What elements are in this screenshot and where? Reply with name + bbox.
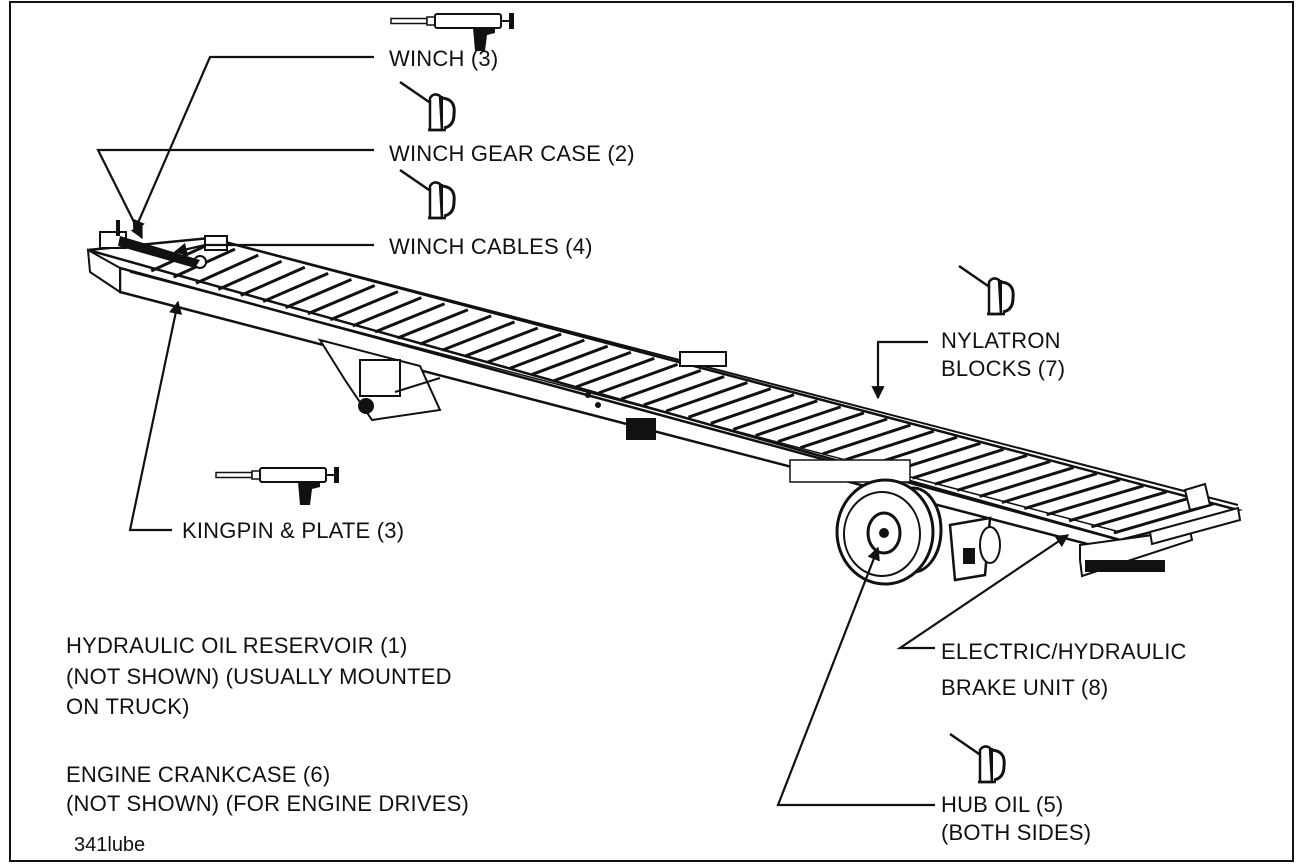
trailer-drawing: [86, 220, 1243, 586]
deck-slat: [822, 423, 911, 456]
deck-slat: [576, 356, 655, 389]
oil-can-icon: [398, 168, 456, 220]
deck-slat: [934, 453, 1028, 486]
deck-slat: [284, 278, 353, 309]
deck-slat: [240, 265, 306, 297]
label-crankcase-1: ENGINE CRANKCASE (6): [66, 762, 331, 787]
label-brake-1: ELECTRIC/HYDRAULIC: [941, 639, 1187, 664]
deck-slat: [710, 393, 795, 425]
deck-slat: [217, 259, 283, 291]
deck-slat: [352, 296, 422, 328]
deck-slat: [598, 362, 679, 395]
label-winch: WINCH (3): [389, 46, 499, 71]
deck-slat: [419, 314, 492, 346]
deck-slat: [665, 381, 748, 413]
deck-slat: [553, 350, 632, 383]
label-hydraulic-1: HYDRAULIC OIL RESERVOIR (1): [66, 633, 408, 658]
leader-hub-oil: [776, 546, 935, 807]
grease-gun-icon: [215, 466, 340, 506]
deck-slat: [307, 284, 376, 316]
leader-nylatron: [871, 340, 928, 400]
deck-slat: [799, 417, 888, 450]
leader-kingpin: [128, 300, 183, 532]
deck-slat: [1001, 472, 1098, 504]
label-nylatron-2: BLOCKS (7): [941, 356, 1066, 381]
leader-winch-gear-case: [96, 148, 374, 240]
leader-brake-unit: [896, 534, 1070, 650]
deck-slat: [844, 429, 935, 462]
leader-winch: [132, 55, 374, 234]
deck-slat: [396, 308, 469, 340]
oil-can-icon: [948, 732, 1006, 784]
oil-can-icon: [398, 80, 456, 132]
label-nylatron-1: NYLATRON: [941, 328, 1061, 353]
label-brake-2: BRAKE UNIT (8): [941, 675, 1109, 700]
deck-slat: [531, 344, 609, 376]
label-hydraulic-2: (NOT SHOWN) (USUALLY MOUNTED: [66, 664, 452, 689]
deck-slat: [777, 411, 865, 444]
label-crankcase-2: (NOT SHOWN) (FOR ENGINE DRIVES): [66, 791, 470, 816]
deck-slat: [979, 466, 1075, 498]
deck-slat: [329, 290, 399, 322]
leader-winch-cables: [173, 242, 374, 256]
deck-slat: [643, 375, 725, 407]
leader-lines: [96, 55, 1070, 807]
deck-slat: [262, 271, 329, 303]
figure-border: [9, 1, 1294, 862]
deck-slat: [195, 253, 259, 285]
label-winch-gear-case: WINCH GEAR CASE (2): [389, 141, 635, 166]
deck-slat: [1068, 490, 1168, 523]
deck-slat: [755, 405, 842, 437]
deck-slat: [1023, 478, 1121, 511]
deck-slat: [620, 369, 702, 401]
label-hydraulic-3: ON TRUCK): [66, 694, 190, 719]
deck-slat: [911, 447, 1005, 480]
label-kingpin: KINGPIN & PLATE (3): [182, 518, 405, 543]
deck-slat: [1046, 484, 1144, 517]
label-hub-oil-2: (BOTH SIDES): [941, 820, 1092, 845]
deck-slat: [441, 320, 516, 352]
figure-code: 341lube: [74, 834, 146, 856]
deck-slat: [464, 326, 539, 358]
deck-slat: [508, 338, 585, 370]
oil-can-icon: [957, 264, 1015, 316]
deck-slat: [374, 302, 446, 334]
label-winch-cables: WINCH CABLES (4): [389, 234, 593, 259]
label-hub-oil-1: HUB OIL (5): [941, 792, 1064, 817]
deck-slat: [486, 332, 562, 364]
deck-slat: [687, 387, 772, 419]
deck-slat: [1090, 496, 1191, 529]
deck-slat: [956, 460, 1051, 492]
deck-slat: [732, 399, 818, 431]
